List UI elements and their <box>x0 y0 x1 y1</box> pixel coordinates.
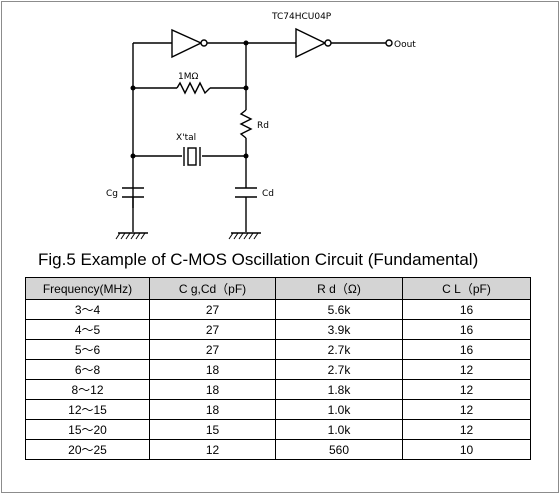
cell-cg-cd: 12 <box>149 439 276 460</box>
cell-cl: 16 <box>402 299 531 320</box>
cell-cg-cd: 27 <box>149 319 276 340</box>
header-cl: C L（pF) <box>402 277 531 300</box>
cell-cg-cd: 18 <box>149 399 276 420</box>
resistor-feedback-label: 1MΩ <box>178 72 198 82</box>
table-row: 5～6 27 2.7k 16 <box>25 339 531 360</box>
header-cg-cd: C g,Cd（pF) <box>149 277 276 300</box>
header-rd: R d（Ω) <box>275 277 403 300</box>
cell-frequency: 20～25 <box>25 439 150 460</box>
cell-frequency: 8～12 <box>25 379 150 400</box>
crystal-label: X'tal <box>176 133 196 143</box>
table-header-row: Frequency(MHz) C g,Cd（pF) R d（Ω) C L（pF) <box>25 277 531 300</box>
junction-dot <box>243 153 249 159</box>
cell-rd: 2.7k <box>275 339 403 360</box>
output-terminal-icon <box>385 39 393 47</box>
cell-cl: 12 <box>402 399 531 420</box>
table-row: 6～8 18 2.7k 12 <box>25 359 531 380</box>
junction-dot <box>243 85 249 91</box>
junction-dot <box>243 40 249 46</box>
cell-rd: 1.0k <box>275 399 403 420</box>
cell-frequency: 3～4 <box>25 299 150 320</box>
cell-rd: 2.7k <box>275 359 403 380</box>
table-row: 20～25 12 560 10 <box>25 439 531 460</box>
resistor-rd-icon <box>239 109 253 139</box>
output-label: Oout <box>394 40 416 50</box>
cell-cg-cd: 18 <box>149 359 276 380</box>
cell-rd: 5.6k <box>275 299 403 320</box>
cell-cl: 12 <box>402 419 531 440</box>
cell-cl: 16 <box>402 339 531 360</box>
resistor-feedback-icon <box>176 81 211 95</box>
cell-cg-cd: 27 <box>149 299 276 320</box>
table-row: 12～15 18 1.0k 12 <box>25 399 531 420</box>
inverter-2-icon <box>295 27 327 59</box>
cell-frequency: 6～8 <box>25 359 150 380</box>
crystal-body-icon <box>187 147 197 166</box>
cell-cg-cd: 27 <box>149 339 276 360</box>
cell-cg-cd: 18 <box>149 379 276 400</box>
table-row: 15～20 15 1.0k 12 <box>25 419 531 440</box>
oscillator-circuit-diagram: TC74HCU04P Oout 1MΩ Rd X'tal Cg Cd <box>106 12 416 240</box>
inverter-1-bubble-icon <box>200 39 208 47</box>
cell-cl: 16 <box>402 319 531 340</box>
cell-cl: 12 <box>402 359 531 380</box>
cell-frequency: 12～15 <box>25 399 150 420</box>
cell-rd: 1.8k <box>275 379 403 400</box>
inverter-2-bubble-icon <box>324 39 332 47</box>
header-frequency: Frequency(MHz) <box>25 277 150 300</box>
cell-rd: 3.9k <box>275 319 403 340</box>
cell-cl: 10 <box>402 439 531 460</box>
resistor-rd-label: Rd <box>257 121 269 131</box>
ic-label: TC74HCU04P <box>271 12 332 22</box>
table-row: 4～5 27 3.9k 16 <box>25 319 531 340</box>
table-row: 3～4 27 5.6k 16 <box>25 299 531 320</box>
figure-caption: Fig.5 Example of C-MOS Oscillation Circu… <box>38 250 479 269</box>
capacitor-cd-label: Cd <box>262 189 274 199</box>
inverter-1-icon <box>171 28 203 59</box>
cell-cl: 12 <box>402 379 531 400</box>
cell-rd: 1.0k <box>275 419 403 440</box>
cell-frequency: 15～20 <box>25 419 150 440</box>
cell-frequency: 5～6 <box>25 339 150 360</box>
junction-dot <box>130 153 136 159</box>
capacitor-cg-label: Cg <box>106 189 118 199</box>
junction-dot <box>130 85 136 91</box>
cell-cg-cd: 15 <box>149 419 276 440</box>
table-row: 8～12 18 1.8k 12 <box>25 379 531 400</box>
cell-frequency: 4～5 <box>25 319 150 340</box>
cell-rd: 560 <box>275 439 403 460</box>
component-values-table: Frequency(MHz) C g,Cd（pF) R d（Ω) C L（pF)… <box>25 277 531 460</box>
